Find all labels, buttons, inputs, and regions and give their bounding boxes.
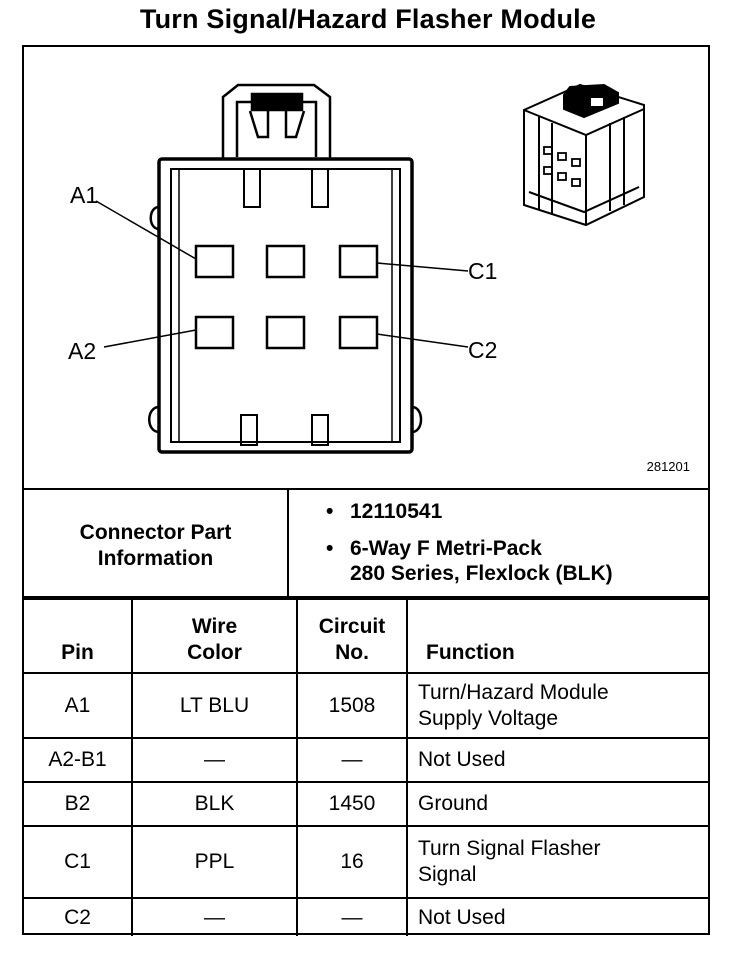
connector-3d-view [523,83,645,227]
divider [24,488,708,490]
cell-pin: A1 [24,672,133,739]
pin-table: Pin Wire Color Circuit No. Function A1 L… [24,598,708,936]
cavity-c2 [338,315,379,350]
header-wire-color-line1: Wire [191,615,238,638]
cell-function-line1: Turn Signal Flasher [418,837,601,860]
cell-wire-color: LT BLU [131,672,298,739]
cell-function-line1: Ground [418,792,489,815]
cell-pin: C1 [24,825,133,899]
leader-lines [95,200,469,348]
divider [24,596,708,598]
table-row: A2-B1 — — Not Used [24,737,708,783]
cell-pin: A2-B1 [24,737,133,783]
cell-function-line1: Not Used [418,748,506,771]
cell-function-line2: Supply Voltage [418,706,559,730]
cell-wire-color: — [131,897,298,936]
cell-circuit: 16 [296,825,408,899]
cell-function: Not Used [406,737,708,783]
connector-info-label: Connector Part Information [24,494,287,597]
divider [287,490,289,598]
table-header-row: Pin Wire Color Circuit No. Function [24,598,708,674]
connector-info-values: • 12110541 • 6-Way F Metri-Pack 280 Seri… [314,499,613,586]
cell-function-line1: Turn/Hazard Module [418,680,609,704]
cell-function: Turn Signal Flasher Signal [406,825,708,899]
cell-circuit: 1450 [296,781,408,827]
header-circuit-line1: Circuit [318,615,386,638]
cell-wire-color: PPL [131,825,298,899]
cell-circuit: 1508 [296,672,408,739]
connector-body [148,157,423,454]
cell-circuit: — [296,737,408,783]
header-circuit: Circuit No. [296,598,408,674]
cell-circuit: — [296,897,408,936]
connector-description-line1: 6-Way F Metri-Pack [350,537,542,560]
cell-pin: B2 [24,781,133,827]
bullet: • [326,500,334,523]
cell-function-line1: Not Used [418,905,506,929]
header-circuit-line2: No. [335,641,369,664]
label-c2: C2 [468,337,497,363]
cavity-a2 [194,315,235,350]
figure-number: 281201 [646,459,690,474]
cavity-b2 [265,315,306,350]
pin-cavities [194,244,379,350]
connector-info-label-line1: Connector Part [79,520,232,544]
cell-function: Turn/Hazard Module Supply Voltage [406,672,708,739]
cavity-a1 [194,244,235,279]
header-function: Function [406,598,708,674]
cavity-c1 [338,244,379,279]
label-a2: A2 [68,338,96,364]
label-c1: C1 [468,258,497,284]
header-pin: Pin [24,598,133,674]
connector-info-label-line2: Information [97,546,214,570]
cell-function: Not Used [406,897,708,936]
connector-diagram: A1 A2 C1 C2 [68,83,645,454]
label-a1: A1 [70,182,98,208]
table-row: C1 PPL 16 Turn Signal Flasher Signal [24,825,708,899]
page-title: Turn Signal/Hazard Flasher Module [139,4,597,34]
diagram-frame: A1 A2 C1 C2 281201 Connector Part In [22,45,710,936]
cell-function: Ground [406,781,708,827]
cell-pin: C2 [24,897,133,936]
header-wire-color: Wire Color [131,598,298,674]
header-wire-color-line2: Color [187,641,242,664]
part-number: 12110541 [350,500,443,523]
table-row: C2 — — Not Used [24,897,708,936]
cell-function-line2: Signal [418,863,477,886]
cell-wire-color: BLK [131,781,298,827]
connector-description-line2: 280 Series, Flexlock (BLK) [350,562,613,585]
bullet: • [326,537,334,560]
cell-wire-color: — [131,737,298,783]
table-row: B2 BLK 1450 Ground [24,781,708,827]
cavity-b1 [265,244,306,279]
connector-latch [221,83,332,160]
table-row: A1 LT BLU 1508 Turn/Hazard Module Supply… [24,672,708,739]
